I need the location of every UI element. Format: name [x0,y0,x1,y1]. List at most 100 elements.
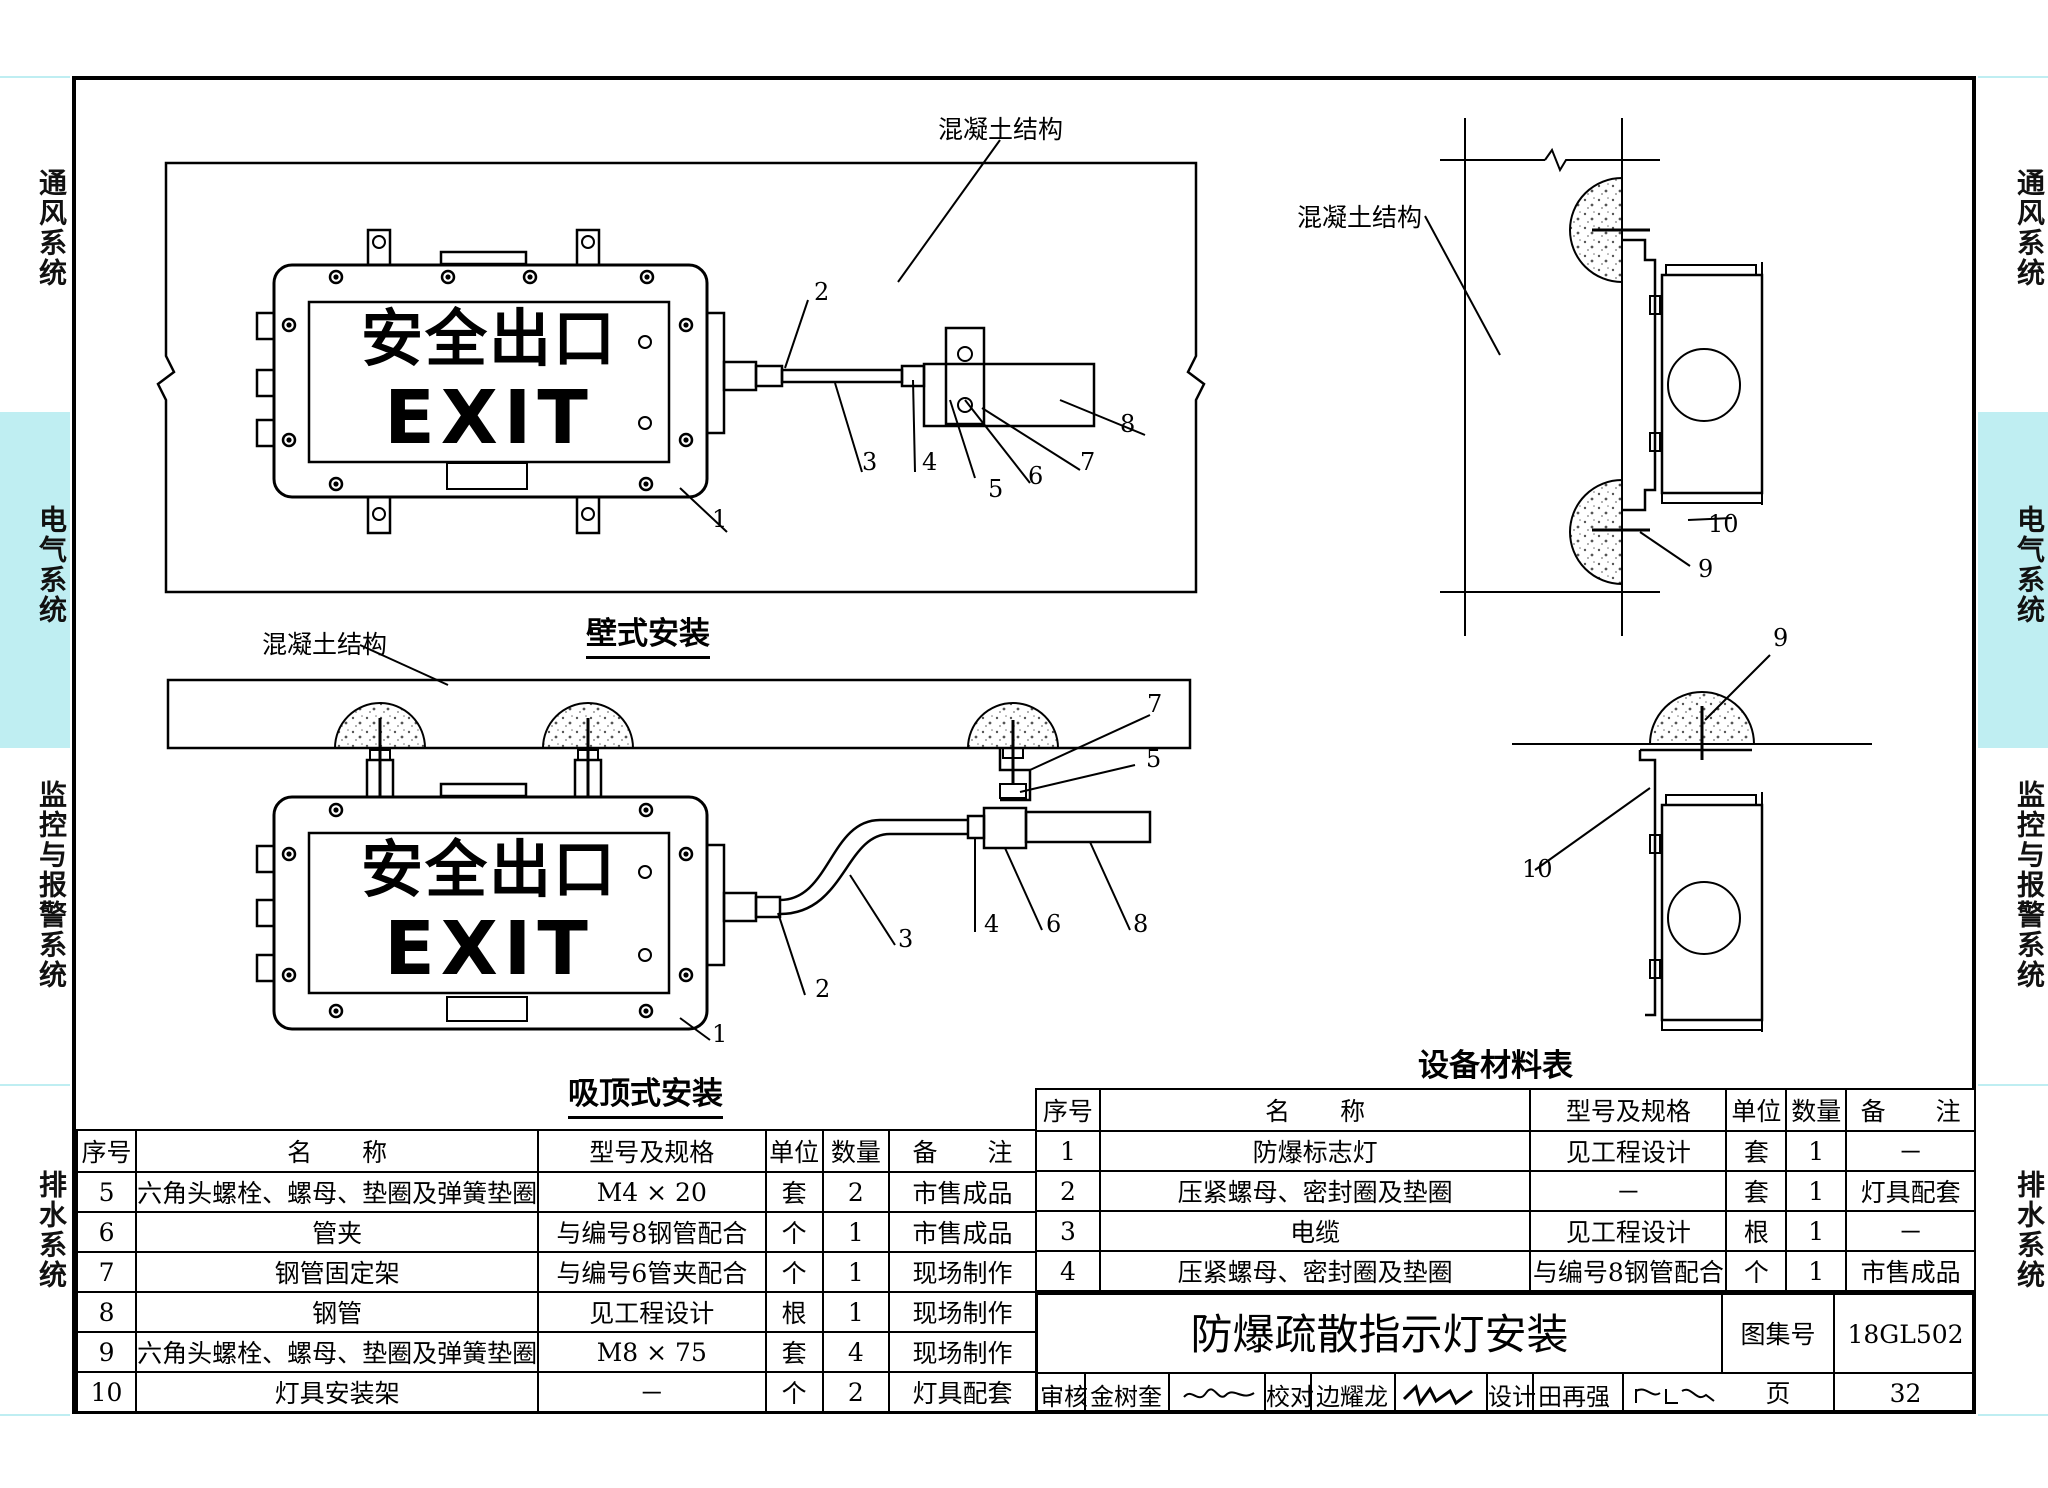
side-structure-label: 混凝土结构 [1297,203,1423,232]
cell: 钢管 [135,1291,540,1333]
left-band-monitoring [0,748,70,1084]
ceiling-mount-title: 吸顶式安装 [568,1068,723,1119]
wall-structure-label: 混凝土结构 [938,115,1064,144]
review-label: 审核 [1040,1383,1088,1411]
side-view-wall [1424,118,1764,636]
header-spec: 型号及规格 [1529,1088,1728,1132]
band-divider [1978,76,2048,78]
divider [1310,1374,1312,1414]
designer-signature [1635,1388,1715,1404]
side-tab-electrical-left[interactable]: 电气系统 [35,505,68,625]
cell: 灯具配套 [887,1371,1038,1413]
checker-name: 边耀龙 [1316,1383,1388,1411]
cell: 现场制作 [887,1251,1038,1293]
cell: 见工程设计 [537,1291,767,1333]
side-tab-drainage-left[interactable]: 排水系统 [35,1170,68,1290]
cell: 根 [1725,1210,1788,1252]
atlas-number: 18GL502 [1835,1295,1976,1374]
cell: － [1529,1170,1728,1212]
callout-2: 2 [814,278,830,306]
cell: 根 [764,1291,824,1333]
table-header-row: 序号 名 称 型号及规格 单位 数量 备 注 [75,1129,1038,1173]
header-remark: 备 注 [887,1129,1038,1173]
table-header-row: 序号 名 称 型号及规格 单位 数量 备 注 [1035,1088,1976,1132]
side-tab-monitoring-left[interactable]: 监控与报警系统 [35,780,68,990]
side-tab-ventilation-left[interactable]: 通风系统 [35,168,68,288]
header-remark: 备 注 [1845,1088,1976,1132]
left-band-electrical-active [0,412,70,748]
side-tab-drainage-right[interactable]: 排水系统 [2013,1170,2046,1290]
ceiling-mount-view [166,644,1192,1041]
cell: 1 [821,1251,890,1293]
cell: 4 [1035,1250,1101,1292]
cell: 套 [1725,1130,1788,1172]
side-view-ceiling [1512,654,1872,1032]
cell: 灯具配套 [1845,1170,1976,1212]
cell: 1 [821,1291,890,1333]
callout-8: 8 [1120,410,1136,438]
header-name: 名 称 [135,1129,540,1173]
reviewer-signature [1183,1388,1255,1399]
divider [1084,1374,1086,1414]
side-tab-electrical-right[interactable]: 电气系统 [2013,505,2046,625]
right-band-ventilation [1978,0,2048,412]
cell: － [537,1371,767,1413]
wall-sign-en: EXIT [384,375,594,461]
header-index: 序号 [1035,1088,1101,1132]
cell: － [1845,1210,1976,1252]
header-qty: 数量 [1785,1088,1848,1132]
callout-7: 7 [1080,448,1096,476]
cell: － [1845,1130,1976,1172]
callout-6: 6 [1046,910,1062,938]
cell: 1 [821,1211,890,1253]
cell: 2 [821,1371,890,1413]
callout-5: 5 [988,475,1004,503]
cell: 电缆 [1098,1210,1532,1252]
band-divider [1978,1414,2048,1416]
band-divider [1978,1084,2048,1086]
callout-5: 5 [1146,745,1162,773]
band-divider [0,76,70,78]
wall-mount-view [156,139,1206,594]
cell: 1 [1785,1210,1848,1252]
callout-4: 4 [984,910,1000,938]
reviewer-name: 金树奎 [1090,1383,1162,1411]
divider [1394,1374,1396,1414]
cell: 与编号6管夹配合 [537,1251,767,1293]
callout-9: 9 [1698,555,1714,583]
divider [1532,1374,1534,1414]
cell: 与编号8钢管配合 [1529,1250,1728,1292]
page-number: 32 [1889,1379,1922,1408]
ceiling-structure-label: 混凝土结构 [262,630,388,659]
cell: 1 [1785,1250,1848,1292]
cell: 见工程设计 [1529,1210,1728,1252]
cell: 市售成品 [887,1171,1038,1213]
callout-8: 8 [1133,910,1149,938]
cell: 1 [1035,1130,1101,1172]
callout-3: 3 [898,925,914,953]
cell: 2 [1035,1170,1101,1212]
designer-name: 田再强 [1538,1383,1610,1411]
design-label: 设计 [1488,1383,1536,1411]
cell: 个 [764,1371,824,1413]
callout-2: 2 [815,975,831,1003]
cell: M4 × 20 [537,1171,767,1213]
header-qty: 数量 [821,1129,890,1173]
side-tab-ventilation-right[interactable]: 通风系统 [2013,168,2046,288]
page-label: 页 [1723,1374,1835,1414]
cell: 钢管固定架 [135,1251,540,1293]
cell: 压紧螺母、密封圈及垫圈 [1098,1170,1532,1212]
callout-1: 1 [712,505,728,533]
cell: 6 [75,1211,138,1253]
callout-4: 4 [922,448,938,476]
side-tab-monitoring-right[interactable]: 监控与报警系统 [2013,780,2046,990]
concrete-ceiling-slab [166,678,1192,750]
callout-7: 7 [1147,690,1163,718]
